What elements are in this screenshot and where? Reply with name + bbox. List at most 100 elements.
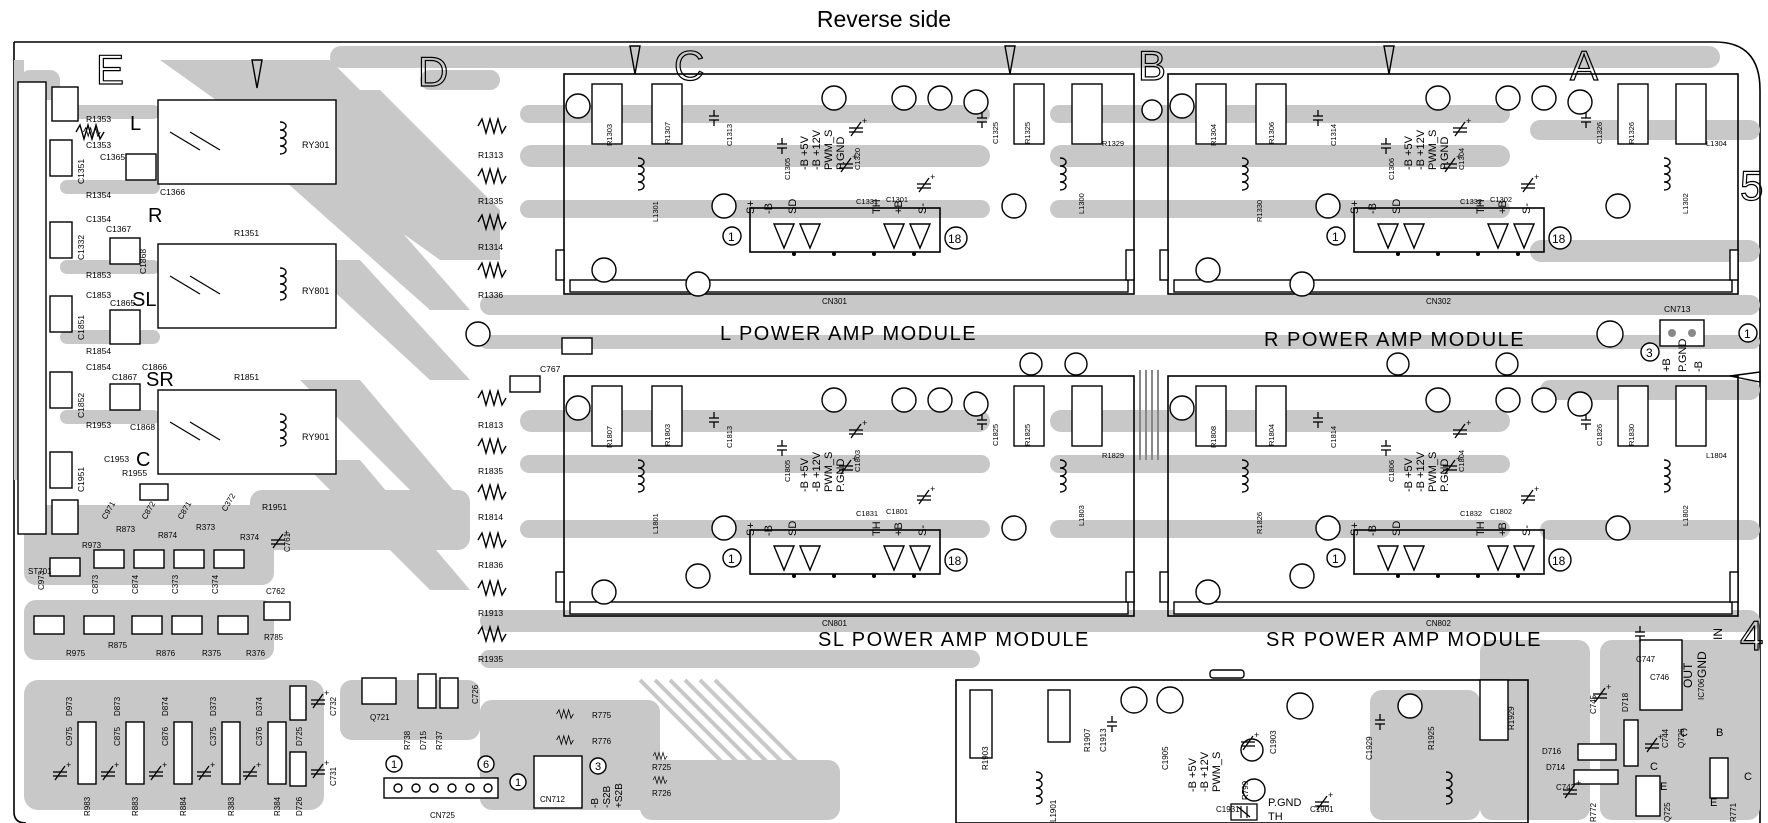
svg-text:C1905: C1905 xyxy=(1161,746,1170,770)
power-label: P.GND xyxy=(835,137,847,170)
resistor-block xyxy=(651,385,683,447)
relay-label-r: R xyxy=(148,205,162,227)
left-relay-block: RY301 L RY801 R SL RY901 SR C xyxy=(17,81,337,535)
via xyxy=(872,574,876,578)
pin-label: SD xyxy=(1391,199,1403,214)
pin-label: TH xyxy=(871,199,883,214)
svg-text:R1314: R1314 xyxy=(478,242,503,252)
relay-ry901: RY901 SR C xyxy=(136,369,337,475)
connector-ref: CN301 xyxy=(822,297,847,306)
svg-text:C761: C761 xyxy=(283,532,292,552)
resistor-block xyxy=(651,83,683,145)
lower-left-components: C971 R873 C872 C871 R874 R373 C372 R374 … xyxy=(28,491,480,816)
round-pad xyxy=(1315,515,1341,541)
svg-text:D715: D715 xyxy=(419,730,428,750)
svg-text:R373: R373 xyxy=(196,523,216,532)
svg-text:GND: GND xyxy=(1695,651,1709,678)
end-pad xyxy=(1125,571,1135,603)
pin-label: +B xyxy=(893,200,905,214)
round-pad xyxy=(1567,391,1593,417)
svg-text:R725: R725 xyxy=(652,763,672,772)
power-label: PWM_S xyxy=(1427,452,1439,492)
pin-label: -B xyxy=(763,525,775,536)
svg-text:R1854: R1854 xyxy=(86,346,111,356)
svg-text:CN713: CN713 xyxy=(1664,304,1691,314)
ref-designator: C1826 xyxy=(1595,424,1604,446)
ref-designator: L1300 xyxy=(1077,193,1086,214)
svg-text:-B: -B xyxy=(1693,361,1705,372)
via xyxy=(832,252,836,256)
svg-text:R785: R785 xyxy=(264,633,284,642)
svg-text:C1865: C1865 xyxy=(110,298,135,308)
pin-label: S+ xyxy=(1349,522,1361,536)
svg-text:C1332: C1332 xyxy=(76,235,86,260)
via xyxy=(1396,574,1400,578)
power-label: P.GND xyxy=(1439,137,1451,170)
connector-cn713: CN713 3 1 +B P.GND -B xyxy=(1640,304,1758,372)
svg-text:C731: C731 xyxy=(329,766,338,786)
svg-text:R771: R771 xyxy=(1729,802,1738,822)
module-bottom-partial xyxy=(955,679,1529,823)
pin-eighteen-marker xyxy=(944,226,968,250)
pin-label: TH xyxy=(1475,199,1487,214)
round-pad xyxy=(963,391,989,417)
svg-text:R1935: R1935 xyxy=(478,654,503,664)
ref-designator: R1829 xyxy=(1102,451,1124,460)
zone-markers xyxy=(251,45,1761,383)
ref-designator: R1325 xyxy=(1023,122,1032,144)
power-label: PWM_S xyxy=(823,452,835,492)
svg-text:RY301: RY301 xyxy=(302,140,329,150)
svg-text:D373: D373 xyxy=(209,696,218,716)
svg-text:C1351: C1351 xyxy=(76,159,86,184)
pin-triangle xyxy=(1376,545,1400,572)
power-label: P.GND xyxy=(835,459,847,492)
round-pad xyxy=(1169,395,1195,421)
round-pad xyxy=(1289,563,1315,589)
round-pad xyxy=(1169,93,1195,119)
pin-label: TH xyxy=(1475,521,1487,536)
ref-designator: R1329 xyxy=(1102,139,1124,148)
ref-designator: C1305 xyxy=(783,158,792,180)
svg-text:R1929: R1929 xyxy=(1507,706,1516,730)
resistor-block xyxy=(1013,83,1045,145)
ref-designator: R1808 xyxy=(1209,426,1218,448)
zone-letter-b: B xyxy=(1138,42,1166,89)
svg-text:+B: +B xyxy=(1661,358,1673,372)
ref-designator: R1830 xyxy=(1627,424,1636,446)
svg-text:R874: R874 xyxy=(158,531,178,540)
svg-text:E: E xyxy=(1710,797,1717,809)
pin-one-marker xyxy=(1326,548,1346,568)
svg-text:RY901: RY901 xyxy=(302,432,329,442)
svg-text:R799: R799 xyxy=(1241,780,1250,800)
center-parts: C767 CN713 3 1 +B P.GND -B xyxy=(465,99,1758,460)
svg-text:C1866: C1866 xyxy=(142,362,167,372)
end-pad xyxy=(1159,571,1169,603)
page-title: Reverse side xyxy=(816,6,952,32)
power-label: -B +5V xyxy=(799,457,811,492)
power-label: -B +12V xyxy=(1415,451,1427,492)
ref-designator: R1306 xyxy=(1267,122,1276,144)
power-label: -B +5V xyxy=(799,135,811,170)
ref-designator: C1804 xyxy=(1457,450,1466,472)
round-pad xyxy=(1495,85,1521,111)
round-pad xyxy=(963,89,989,115)
ref-designator: C1832 xyxy=(1460,509,1482,518)
connector-bar xyxy=(569,279,1129,293)
svg-text:C745: C745 xyxy=(1589,694,1598,714)
round-pad xyxy=(821,387,847,413)
bottom-misc-refs: R775 R776 R725 R726 xyxy=(556,709,672,798)
svg-text:C1901: C1901 xyxy=(1310,805,1334,814)
svg-text:Q726: Q726 xyxy=(1677,728,1686,748)
svg-text:R776: R776 xyxy=(592,737,612,746)
ref-designator: R1304 xyxy=(1209,124,1218,146)
svg-text:1: 1 xyxy=(515,777,521,789)
module-r-power-amp xyxy=(1167,73,1739,295)
resistor-block xyxy=(1617,83,1649,145)
connector-bar xyxy=(1173,601,1733,615)
ref-designator: R1826 xyxy=(1255,512,1264,534)
svg-text:PWM_S: PWM_S xyxy=(1211,752,1223,792)
svg-text:R383: R383 xyxy=(227,796,236,816)
svg-text:R975: R975 xyxy=(66,649,86,658)
pin-eighteen-marker xyxy=(1548,548,1572,572)
svg-text:-B +12V: -B +12V xyxy=(1199,751,1211,792)
